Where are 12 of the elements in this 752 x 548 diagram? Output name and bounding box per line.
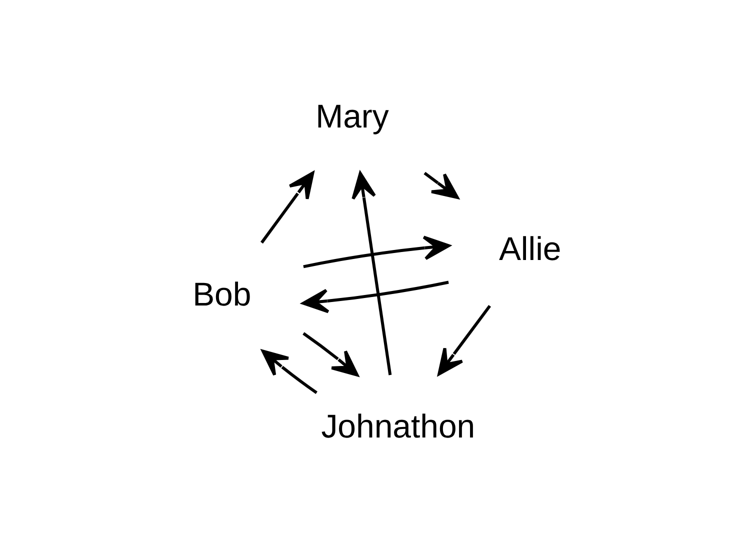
- node-text: Mary: [316, 97, 389, 134]
- arrow: [438, 305, 492, 376]
- node-text: Allie: [498, 230, 562, 268]
- arrow: [352, 172, 392, 376]
- arrow: [424, 172, 459, 199]
- arrow: [262, 350, 318, 394]
- node-text: Johnathon: [321, 407, 476, 444]
- arrow: [260, 172, 314, 244]
- node-text: Bob: [192, 276, 252, 313]
- arrow: [302, 280, 449, 314]
- arrow: [302, 332, 359, 376]
- arrow: [303, 236, 450, 268]
